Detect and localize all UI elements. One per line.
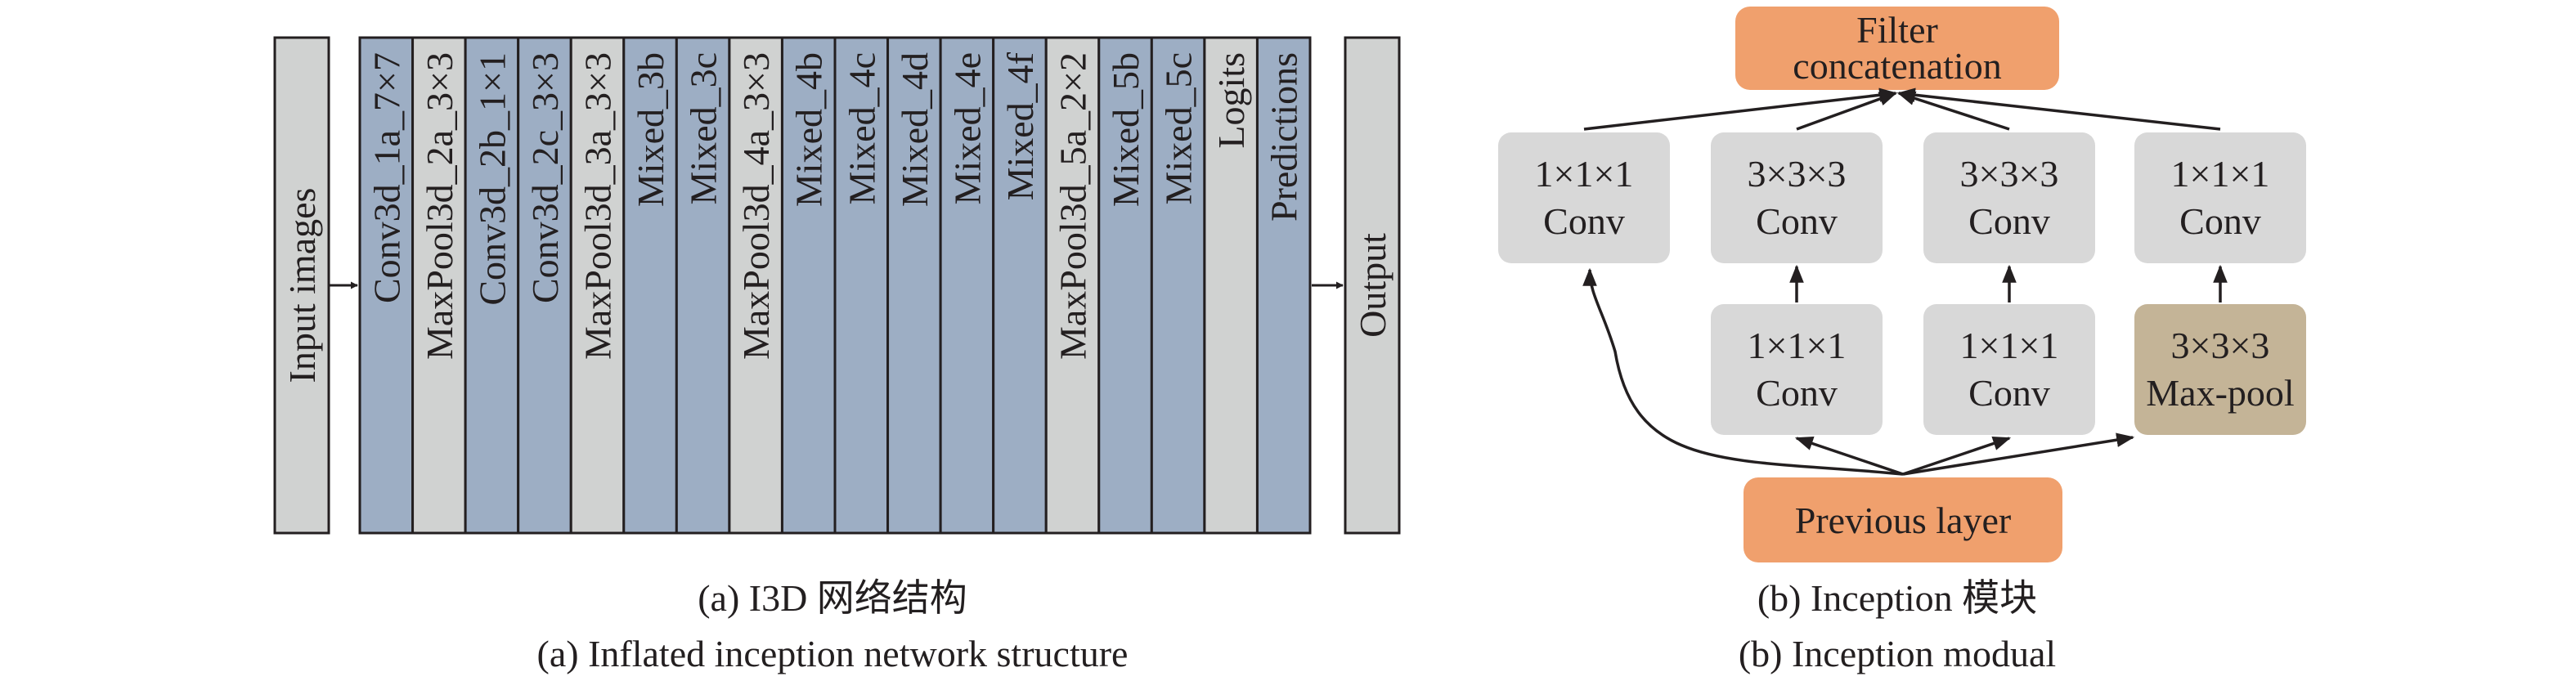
layer-box-18 [1255,36,1312,535]
layer-label-1: Conv3d_1a_7×7 [366,52,407,303]
input-images-label: Input images [281,188,323,383]
bottom-conv-box-2 [1923,304,2095,435]
layer-label-16: Mixed_5c [1158,52,1200,205]
maxpool-box [2134,304,2306,435]
layer-label-2: MaxPool3d_2a_3×3 [419,52,460,360]
top-conv-4-size: 1×1×1 [2171,153,2270,195]
layer-label-17: Logits [1210,52,1252,149]
layer-box-12 [939,36,995,535]
arrow-prev-to-maxpool [1902,432,2135,476]
previous-layer-box [1744,477,2062,562]
arrow-prev-to-bottom1 [1794,437,1904,476]
layer-label-13: Mixed_4f [999,52,1041,200]
panel-a-network: Input images Conv3d_1a_7×7 MaxPool3d_2a_3… [273,36,1401,535]
top-conv-2-type: Conv [1756,200,1838,242]
arrow-prev-to-bottom2 [1902,437,2012,476]
caption-a-cn: (a) I3D 网络结构 [698,577,967,619]
output-label: Output [1352,233,1393,338]
arrow-top2-to-concat [1796,92,1898,131]
layer-box-1 [358,36,415,535]
output-box [1344,36,1401,535]
layer-label-14: MaxPool3d_5a_2×2 [1052,52,1094,360]
layer-box-17 [1203,36,1259,535]
layer-box-8 [728,36,783,535]
top-conv-box-2 [1711,132,1883,263]
layer-label-18: Predictions [1263,52,1305,222]
filter-concat-line1: Filter [1856,9,1938,51]
top-conv-4-type: Conv [2179,200,2261,242]
caption-a-en: (a) Inflated inception network structure [536,633,1129,674]
arrow-top3-to-concat [1896,91,2010,131]
layer-box-14 [1044,36,1101,535]
top-conv-box-1 [1498,132,1670,263]
bottom-conv-box-1 [1711,304,1883,435]
layer-label-10: Mixed_4c [841,52,882,205]
layer-label-8: MaxPool3d_4a_3×3 [735,52,777,360]
bottom-conv-1-type: Conv [1756,372,1838,414]
layer-label-12: Mixed_4e [946,52,988,205]
layer-box-9 [780,36,837,535]
filter-concatenation-box [1735,7,2059,90]
arrow-top4-to-concat [1896,87,2221,131]
layer-box-10 [833,36,890,535]
maxpool-size: 3×3×3 [2171,325,2270,366]
bottom-conv-2-type: Conv [1968,372,2050,414]
layer-label-9: Mixed_4b [788,52,830,207]
layer-box-13 [992,36,1048,535]
layer-label-15: Mixed_5b [1105,52,1147,207]
layer-label-7: Mixed_3c [683,52,725,205]
bottom-conv-2-size: 1×1×1 [1960,325,2059,366]
layer-label-3: Conv3d_2b_1×1 [471,52,513,306]
top-conv-2-size: 3×3×3 [1748,153,1847,195]
layer-label-5: MaxPool3d_3a_3×3 [577,52,619,360]
bottom-conv-1-size: 1×1×1 [1748,325,1847,366]
layer-stack: Conv3d_1a_7×7 MaxPool3d_2a_3×3 Conv3d_2b_1… [358,36,1312,535]
layer-label-4: Conv3d_2c_3×3 [524,52,566,303]
layer-label-6: Mixed_3b [630,52,671,207]
maxpool-type: Max-pool [2146,372,2294,414]
top-conv-1-size: 1×1×1 [1535,153,1634,195]
top-conv-1-type: Conv [1543,200,1625,242]
filter-concat-line2: concatenation [1793,45,2001,87]
panel-b-inception: Filter concatenation 1×1×1 Conv 3×3×3 Co… [1498,7,2306,562]
previous-layer-label: Previous layer [1795,500,2011,541]
top-conv-box-3 [1923,132,2095,263]
input-images-box [273,36,330,535]
arrow-prev-to-top1 [1582,267,1904,476]
arrow-top1-to-concat [1583,87,1898,131]
top-conv-3-size: 3×3×3 [1960,153,2059,195]
layer-label-11: Mixed_4d [894,52,936,207]
top-conv-box-4 [2134,132,2306,263]
caption-b-cn: (b) Inception 模块 [1757,577,2038,619]
caption-b-en: (b) Inception modual [1738,633,2057,674]
top-conv-3-type: Conv [1968,200,2050,242]
layer-box-16 [1150,36,1206,535]
layer-box-15 [1097,36,1153,535]
layer-box-2 [411,36,467,535]
